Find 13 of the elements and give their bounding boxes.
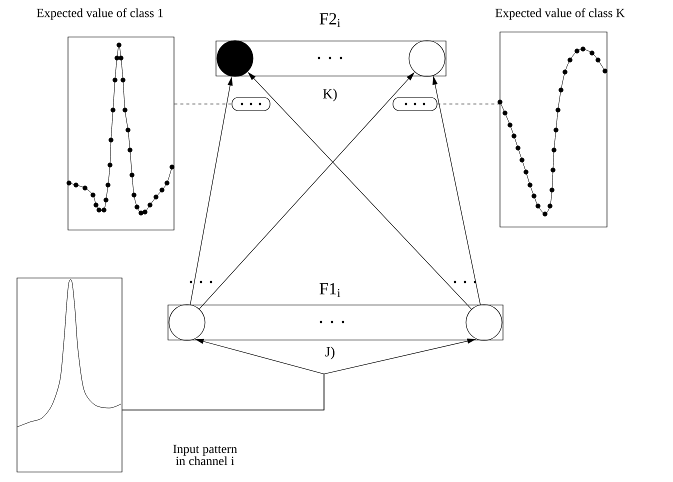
neuron-circle — [216, 40, 254, 77]
pill-box — [392, 97, 438, 111]
pill-box — [232, 97, 270, 111]
plot-caption: Input pattern in channel i — [173, 444, 238, 466]
plot-title: Expected value of class K — [495, 8, 625, 20]
neuron-circle — [466, 304, 502, 341]
connection-label: J) — [325, 346, 334, 360]
layer-title: F1$_{i}$ — [320, 283, 340, 297]
plot-title: Expected value of class 1 — [36, 8, 163, 20]
layer-title: F2$_{i}$ — [320, 13, 340, 27]
neuron-circle — [408, 40, 446, 77]
neuron-circle — [168, 304, 206, 341]
connection-label: K) — [323, 88, 337, 102]
